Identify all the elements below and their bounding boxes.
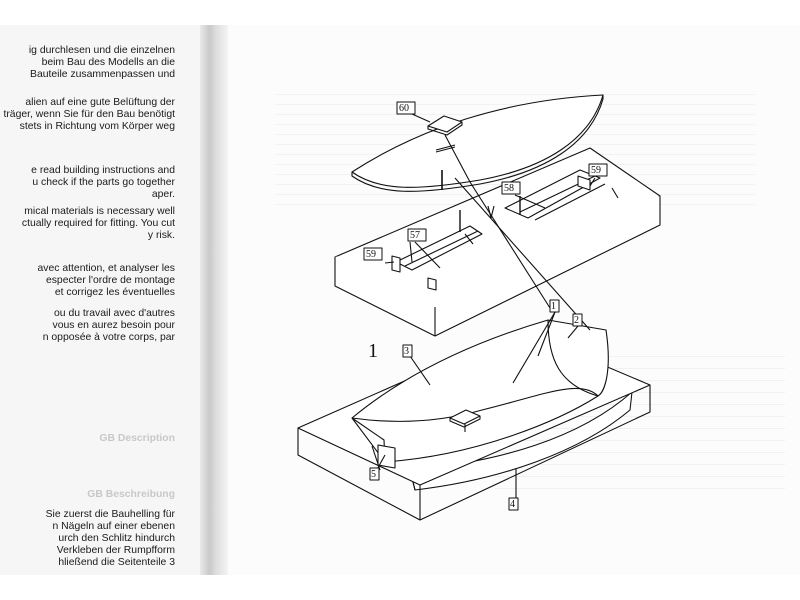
figure-number: 1 <box>368 340 378 362</box>
label-59: 59 <box>591 165 601 176</box>
text-line: u check if the parts go together <box>32 177 175 188</box>
label-5: 5 <box>371 469 376 480</box>
left-page: ig durchlesen und die einzelnen beim Bau… <box>0 25 208 575</box>
label-4: 4 <box>510 499 515 510</box>
label-3: 3 <box>404 346 409 357</box>
text-line: alien auf eine gute Belüftung der <box>25 97 175 108</box>
text-line: ctually required for fitting. You cut <box>21 218 175 229</box>
label-1: 1 <box>551 301 556 312</box>
text-line: e read building instructions and <box>31 165 175 176</box>
text-line: hließend die Seitenteile 3 <box>58 557 175 568</box>
text-line: träger, wenn Sie für den Bau benötigt <box>3 109 175 120</box>
text-line: Sie zuerst die Bauhelling für <box>45 509 175 520</box>
text-line: urch den Schlitz hindurch <box>58 533 175 544</box>
text-line: especter l'ordre de montage <box>45 275 175 286</box>
text-line: beim Bau des Modells an die <box>41 57 175 68</box>
text-line: stets in Richtung vom Körper weg <box>19 121 175 132</box>
assembly-guide-lines <box>441 134 591 331</box>
book-gutter <box>200 25 228 575</box>
text-line: ig durchlesen und die einzelnen <box>28 45 175 56</box>
text-line: et corrigez les éventuelles <box>54 287 175 298</box>
text-line: y risk. <box>147 230 175 241</box>
part-60-building-board <box>351 94 604 192</box>
text-line: mical materials is necessary well <box>24 206 175 217</box>
label-2: 2 <box>574 315 579 326</box>
part-59-58-57-slipway-base <box>334 147 661 337</box>
part-label-texts: 60 59 59 58 57 1 2 3 4 5 1 <box>366 103 601 510</box>
part-label-boxes <box>363 101 608 511</box>
faint-heading: GB Beschreibung <box>87 489 175 500</box>
text-line: Verkleben der Rumpfform <box>56 545 175 556</box>
label-57: 57 <box>410 230 420 241</box>
part-2-3-hull <box>351 319 609 469</box>
text-line: vous en aurez besoin pour <box>52 320 175 331</box>
text-line: Bauteile zusammenpassen und <box>30 69 175 80</box>
text-line: ou du travail avec d'autres <box>54 308 175 319</box>
text-line: avec attention, et analyser les <box>37 263 175 274</box>
label-58: 58 <box>504 183 514 194</box>
text-line: n opposée à votre corps, par <box>42 332 175 343</box>
label-59: 59 <box>366 249 376 260</box>
label-60: 60 <box>399 103 409 114</box>
faint-heading: GB Description <box>99 433 175 444</box>
leader-lines <box>374 113 596 498</box>
text-line: aper. <box>151 189 175 200</box>
text-line: n Nägeln auf einer ebenen <box>52 521 175 532</box>
